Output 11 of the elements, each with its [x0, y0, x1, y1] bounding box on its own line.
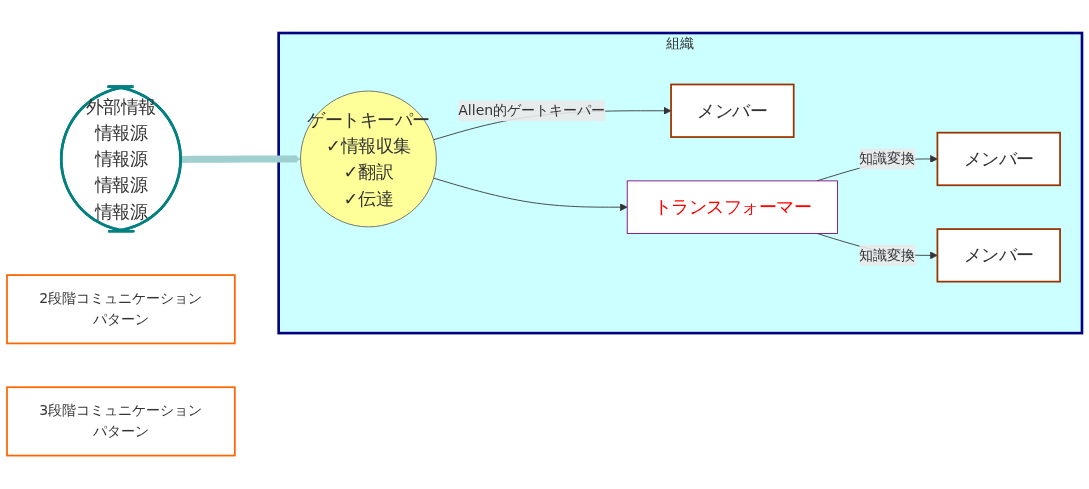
node-box: メンバー	[670, 83, 795, 139]
edge-label: 知識変換	[859, 150, 916, 168]
arrow	[181, 155, 301, 164]
node-box: 3段階コミュニケーションパターン	[6, 386, 236, 457]
node-box: メンバー	[936, 132, 1061, 187]
node-box: トランスフォーマー	[626, 180, 838, 235]
node-box: 2段階コミュニケーションパターン	[6, 274, 236, 345]
edge-label: 知識変換	[859, 246, 916, 264]
node-box: メンバー	[936, 228, 1061, 283]
node-circle: ゲートキーパー ✓情報収集 ✓翻訳 ✓伝達	[300, 90, 437, 228]
edge-label: Allen的ゲートキーパー	[458, 102, 606, 119]
